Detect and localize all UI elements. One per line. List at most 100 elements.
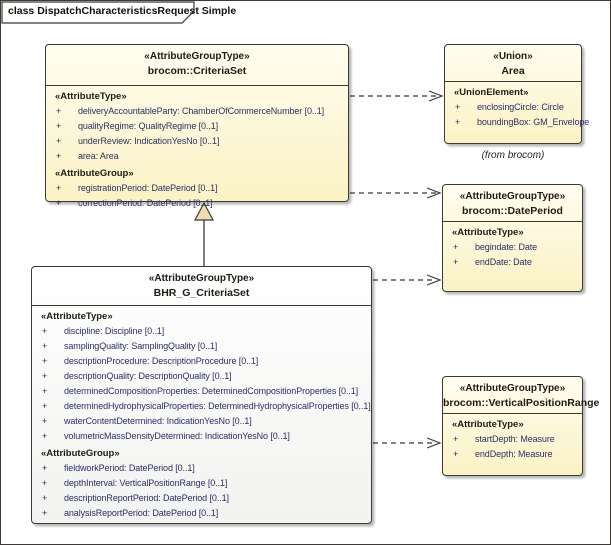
stereotype-section-label: «AttributeGroup»	[41, 448, 120, 459]
class-box-criteriaset[interactable]: «AttributeGroupType» brocom::CriteriaSet…	[45, 44, 349, 208]
class-header: «AttributeGroupType» BHR_G_CriteriaSet	[32, 267, 371, 306]
attribute-row: + boundingBox: GM_Envelope	[445, 115, 589, 130]
class-header: «AttributeGroupType» brocom::VerticalPos…	[443, 377, 600, 414]
class-stereotype: «AttributeGroupType»	[148, 273, 255, 284]
stereotype-section-label: «AttributeType»	[452, 227, 524, 238]
visibility-marker: +	[42, 508, 48, 518]
attribute-text: begindate: Date	[475, 242, 538, 252]
visibility-marker: +	[56, 121, 62, 131]
visibility-marker: +	[42, 416, 48, 426]
attribute-row: + correctionPeriod: DatePeriod [0..1]	[46, 196, 348, 211]
visibility-marker: +	[42, 326, 48, 336]
dependency-arrowhead-dateperiod-upper	[426, 187, 442, 199]
attribute-text: discipline: Discipline [0..1]	[64, 326, 165, 336]
diagram-frame-tab: class DispatchCharacteristicsRequest Sim…	[1, 1, 236, 25]
class-name: brocom::VerticalPositionRange	[443, 397, 600, 409]
stereotype-section-label: «AttributeType»	[452, 419, 524, 430]
attribute-row: +area: Area	[46, 149, 348, 164]
attribute-row: + samplingQuality: SamplingQuality [0..1]	[32, 339, 371, 354]
visibility-marker: +	[455, 117, 461, 127]
visibility-marker: +	[42, 386, 48, 396]
stereotype-section-label: «UnionElement»	[454, 87, 529, 98]
attribute-row: + determinedCompositionProperties: Determ…	[32, 384, 371, 399]
attribute-row: +waterContentDetermined: IndicationYesNo…	[32, 414, 371, 429]
attribute-text: boundingBox: GM_Envelope	[477, 117, 590, 127]
visibility-marker: +	[455, 102, 461, 112]
attribute-row: + descriptionReportPeriod: DatePeriod [0.…	[32, 491, 371, 506]
attribute-row: + fieldworkPeriod: DatePeriod [0..1]	[32, 461, 371, 476]
class-name: Area	[501, 65, 525, 77]
dependency-arrowhead-dateperiod-lower	[426, 274, 442, 286]
dependency-arrowhead-area	[428, 90, 444, 102]
attribute-row: + analysisReportPeriod: DatePeriod [0..1]	[32, 506, 371, 521]
class-box-verticalpositionrange[interactable]: «AttributeGroupType» brocom::VerticalPos…	[442, 376, 600, 476]
class-name: BHR_G_CriteriaSet	[153, 287, 250, 299]
attribute-text: qualityRegime: QualityRegime [0..1]	[78, 121, 219, 131]
attribute-row: + startDepth: Measure	[443, 432, 582, 447]
frame-tab-shape	[1, 1, 195, 24]
visibility-marker: +	[453, 257, 459, 267]
class-members: «AttributeType» + begindate: Date + endDate:…	[443, 222, 582, 270]
class-box-area[interactable]: «Union» Area «UnionElement» +enclosingCir…	[444, 44, 589, 144]
visibility-marker: +	[42, 341, 48, 351]
visibility-marker: +	[42, 493, 48, 503]
visibility-marker: +	[453, 242, 459, 252]
visibility-marker: +	[42, 463, 48, 473]
visibility-marker: +	[42, 356, 48, 366]
attribute-text: samplingQuality: SamplingQuality [0..1]	[64, 341, 218, 351]
stereotype-section-label: «AttributeType»	[55, 91, 127, 102]
attribute-text: fieldworkPeriod: DatePeriod [0..1]	[64, 463, 195, 473]
attribute-row: +descriptionQuality: DescriptionQuality …	[32, 369, 371, 384]
stereotype-section-label: «AttributeGroup»	[55, 168, 134, 179]
class-stereotype: «AttributeGroupType»	[459, 191, 566, 202]
attribute-row: + begindate: Date	[443, 240, 582, 255]
attribute-text: startDepth: Measure	[475, 434, 555, 444]
visibility-marker: +	[56, 198, 62, 208]
class-header: «AttributeGroupType» brocom::DatePeriod	[443, 185, 582, 222]
attribute-text: registrationPeriod: DatePeriod [0..1]	[78, 183, 218, 193]
attribute-row: + determinedHydrophysicalProperties: Dete…	[32, 399, 371, 414]
attribute-row: +enclosingCircle: Circle	[445, 100, 581, 115]
attribute-text: underReview: IndicationYesNo [0..1]	[78, 136, 220, 146]
class-name: brocom::CriteriaSet	[147, 65, 247, 77]
class-box-bhr-g-criteriaset[interactable]: «AttributeGroupType» BHR_G_CriteriaSet «…	[31, 266, 372, 524]
stereotype-section-label: «AttributeType»	[41, 311, 113, 322]
attribute-text: endDate: Date	[475, 257, 532, 267]
attribute-text: determinedHydrophysicalProperties: Deter…	[64, 401, 371, 411]
attribute-text: endDepth: Measure	[475, 449, 553, 459]
attribute-text: determinedCompositionProperties: Determi…	[64, 386, 359, 396]
attribute-row: + descriptionProcedure: DescriptionProced…	[32, 354, 371, 369]
class-name: brocom::DatePeriod	[462, 205, 563, 217]
visibility-marker: +	[42, 478, 48, 488]
attribute-row: + volumetricMassDensityDetermined: Indica…	[32, 429, 371, 444]
class-box-dateperiod[interactable]: «AttributeGroupType» brocom::DatePeriod …	[442, 184, 583, 292]
class-members: «AttributeType» + startDepth: Measure + endD…	[443, 414, 582, 462]
class-members: «AttributeType» + discipline: Discipline […	[32, 306, 371, 521]
visibility-marker: +	[453, 434, 459, 444]
attribute-text: analysisReportPeriod: DatePeriod [0..1]	[64, 508, 219, 518]
attribute-text: volumetricMassDensityDetermined: Indicat…	[64, 431, 290, 441]
attribute-text: area: Area	[78, 151, 119, 161]
class-header: «AttributeGroupType» brocom::CriteriaSet	[46, 45, 348, 86]
diagram-title: class DispatchCharacteristicsRequest Sim…	[8, 5, 237, 17]
visibility-marker: +	[56, 136, 62, 146]
attribute-row: +registrationPeriod: DatePeriod [0..1]	[46, 181, 348, 196]
visibility-marker: +	[42, 431, 48, 441]
attribute-text: correctionPeriod: DatePeriod [0..1]	[78, 198, 213, 208]
attribute-row: + depthInterval: VerticalPositionRange [0…	[32, 476, 371, 491]
class-members: «AttributeType»+deliveryAccountableParty…	[46, 86, 348, 211]
attribute-text: depthInterval: VerticalPositionRange [0.…	[64, 478, 228, 488]
class-stereotype: «AttributeGroupType»	[459, 383, 566, 394]
visibility-marker: +	[453, 449, 459, 459]
class-members: «UnionElement»+enclosingCircle: Circle+b…	[445, 82, 589, 130]
class-stereotype: «Union»	[493, 51, 533, 62]
attribute-row: + underReview: IndicationYesNo [0..1]	[46, 134, 348, 149]
attribute-text: descriptionReportPeriod: DatePeriod [0..…	[64, 493, 229, 503]
class-stereotype: «AttributeGroupType»	[144, 51, 250, 62]
attribute-row: + qualityRegime: QualityRegime [0..1]	[46, 119, 348, 134]
from-package-note: (from brocom)	[481, 150, 545, 161]
visibility-marker: +	[42, 401, 48, 411]
attribute-row: + endDepth: Measure	[443, 447, 582, 462]
attribute-text: descriptionProcedure: DescriptionProcedu…	[64, 356, 259, 366]
